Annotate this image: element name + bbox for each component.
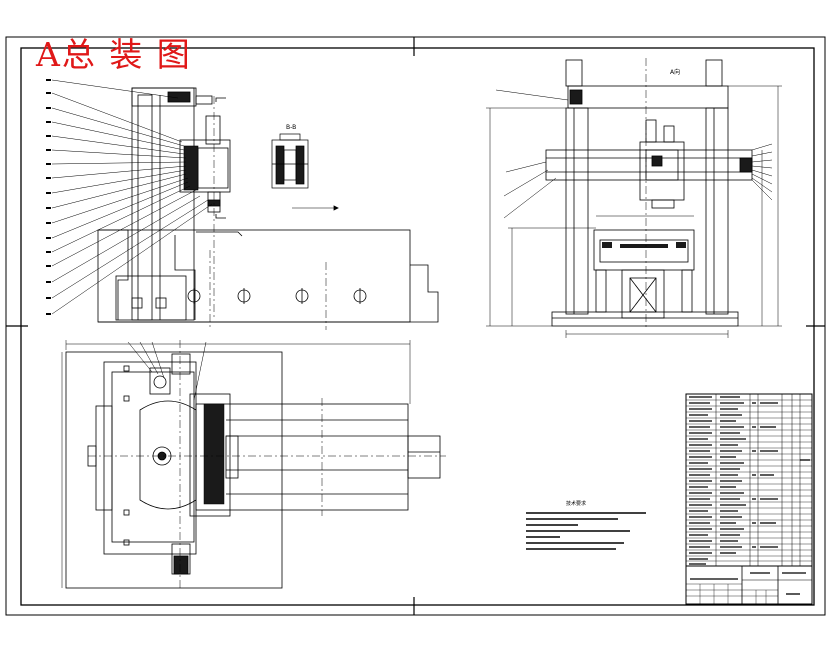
side-view: A向 bbox=[545, 58, 753, 330]
inner-frame bbox=[20, 47, 815, 606]
front-view bbox=[97, 87, 439, 330]
section-bb-view: B-B bbox=[271, 124, 309, 189]
front-view-leaders bbox=[51, 79, 213, 315]
technical-requirements: 技术要求 bbox=[526, 500, 646, 550]
view-a-label: A向 bbox=[670, 68, 680, 76]
parts-list-table bbox=[685, 393, 813, 605]
tech-req-title: 技术要求 bbox=[566, 500, 586, 507]
front-view-balloon-marks bbox=[46, 79, 51, 315]
top-view-dimensions bbox=[61, 340, 411, 588]
drawing-title-stamp: A总 装 图 bbox=[36, 35, 192, 74]
section-bb-label: B-B bbox=[286, 124, 296, 131]
center-marks bbox=[6, 37, 825, 615]
top-view bbox=[65, 340, 446, 590]
side-view-dimensions bbox=[486, 85, 782, 338]
parts-list-text-marks bbox=[689, 396, 810, 595]
